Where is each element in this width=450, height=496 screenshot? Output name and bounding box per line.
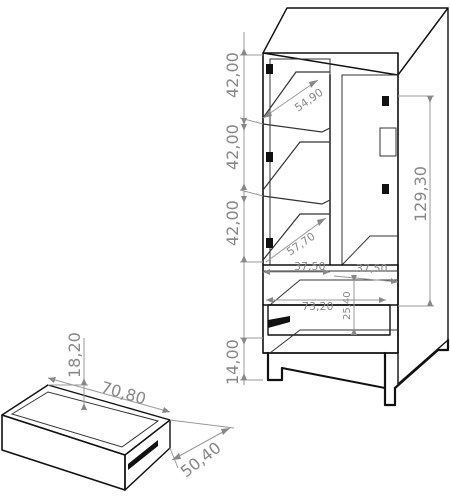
hinge-icon (266, 152, 273, 162)
shelf-2 (262, 141, 331, 191)
door-handle-icon (379, 127, 397, 157)
dim-open-shelf-width: 73,20 (302, 300, 334, 313)
shelf-1 (262, 71, 331, 119)
dim-base-height: 14,00 (223, 339, 242, 385)
dim-right-door-height: 129,30 (411, 166, 430, 222)
hinge-icon (382, 184, 389, 194)
leg-front-left (266, 351, 284, 382)
leg-front-right (383, 351, 397, 407)
shelf-2-front (262, 195, 331, 205)
drawer (1, 316, 290, 491)
drawer-runner-icon (128, 440, 158, 470)
dim-shelf-height-middle: 42,00 (223, 124, 242, 170)
hinge-icon (382, 96, 389, 106)
dim-right-inner-width: 37,50 (356, 262, 388, 275)
dim-drawer-height: 18,20 (65, 332, 84, 378)
dim-shelf-height-top: 42,00 (223, 52, 242, 98)
dim-drawer-width: 70,80 (99, 378, 148, 409)
cabinet-runner-icon (268, 316, 290, 328)
shelf-1-front (262, 123, 331, 133)
hinge-icon (266, 64, 273, 74)
dim-open-shelf-height: 25,40 (342, 291, 353, 320)
drawer-side (124, 419, 171, 491)
hinge-icon (266, 238, 273, 248)
open-shelf-back (269, 279, 399, 306)
cabinet-dimensions: 42,00 42,00 42,00 14,00 54,90 57,70 129,… (223, 32, 434, 385)
dim-left-inner-width: 37,50 (294, 260, 326, 273)
drawer-front (1, 414, 126, 491)
cabinet-back-panel (269, 58, 331, 266)
base-frame-bar (281, 367, 386, 389)
dim-cabinet-depth: 54,90 (292, 86, 325, 115)
cabinet-top-face (262, 7, 449, 76)
shelf-3 (262, 213, 331, 261)
dim-left-compartment-width: 57,70 (284, 230, 317, 259)
leg-rear (393, 338, 450, 390)
right-inner-shelf (341, 235, 399, 266)
dim-shelf-height-bottom: 42,00 (223, 200, 242, 246)
drawer-inner-rim (10, 391, 160, 448)
bottom-open-back (269, 329, 399, 354)
